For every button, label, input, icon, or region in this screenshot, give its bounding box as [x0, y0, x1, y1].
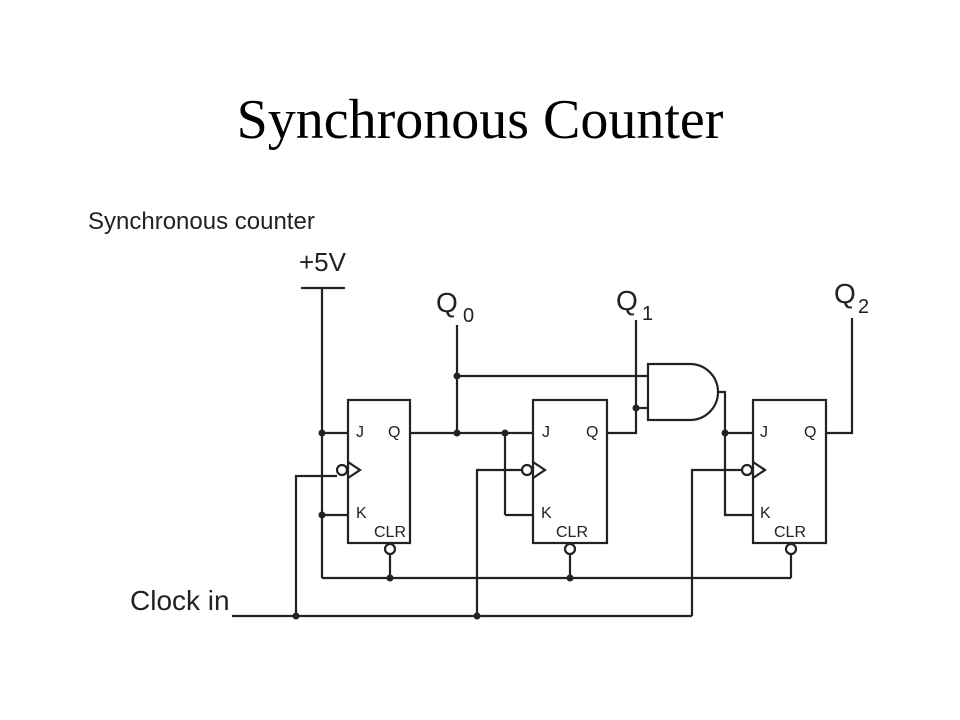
output-q0-label: Q: [436, 287, 458, 318]
q2-output-wire: [826, 318, 854, 435]
and-gate: [646, 362, 720, 422]
ff1-clr-label: CLR: [374, 524, 406, 541]
junction-dot: [292, 612, 300, 620]
ff1-clock-triangle: [347, 461, 362, 479]
junction-dot: [721, 429, 729, 437]
ff2-clr-bubble: [563, 542, 577, 556]
ff3-clr-label: CLR: [774, 524, 806, 541]
ff2-clock-wire: [475, 468, 522, 616]
junction-dot: [501, 429, 509, 437]
ff2-clock-triangle: [532, 461, 547, 479]
ff2-clock-bubble: [520, 463, 534, 477]
flip-flop-2: J Q K CLR: [520, 398, 609, 556]
flip-flop-1: J Q K CLR: [335, 398, 412, 556]
junction-dot: [318, 511, 326, 519]
junction-dot: [453, 429, 461, 437]
flip-flop-2-body: [531, 398, 609, 545]
output-q2-label: Q: [834, 278, 856, 309]
ff1-clock-wire: [294, 474, 337, 616]
ff1-clock-bubble: [335, 463, 349, 477]
output-q1-label: Q: [616, 285, 638, 316]
ff2-k-label: K: [541, 505, 552, 522]
output-q2-subscript: 2: [858, 296, 869, 318]
flip-flop-3-body: [751, 398, 828, 545]
junction-dot: [473, 612, 481, 620]
flip-flop-3: J Q K CLR: [740, 398, 828, 556]
ff3-j-label: J: [760, 424, 768, 441]
ff2-q-label: Q: [586, 424, 598, 441]
clock-label: Clock in: [130, 585, 230, 616]
ff2-clr-label: CLR: [556, 524, 588, 541]
ff3-clock-bubble: [740, 463, 754, 477]
junction-dot: [386, 574, 394, 582]
junction-dot: [318, 429, 326, 437]
ff3-clock-wire: [690, 468, 742, 616]
and-output-wire: [718, 390, 753, 435]
ff1-j-label: J: [356, 424, 364, 441]
slide-title: Synchronous Counter: [236, 89, 724, 151]
junction-dot: [632, 404, 640, 412]
ff1-k-label: K: [356, 505, 367, 522]
ff3-k-wire: [723, 433, 753, 517]
ff3-q-label: Q: [804, 424, 816, 441]
ff3-clock-triangle: [752, 461, 767, 479]
ff1-clr-bubble: [383, 542, 397, 556]
ff3-clr-bubble: [784, 542, 798, 556]
output-q0-subscript: 0: [463, 305, 474, 327]
junction-dot: [453, 372, 461, 380]
junction-dot: [566, 574, 574, 582]
diagram-caption: Synchronous counter: [88, 208, 315, 235]
ff1-q-label: Q: [388, 424, 400, 441]
ff2-j-label: J: [542, 424, 550, 441]
ff3-k-label: K: [760, 505, 771, 522]
supply-label: +5V: [299, 247, 347, 277]
q1-output-wire: [607, 320, 638, 435]
output-q1-subscript: 1: [642, 303, 653, 325]
